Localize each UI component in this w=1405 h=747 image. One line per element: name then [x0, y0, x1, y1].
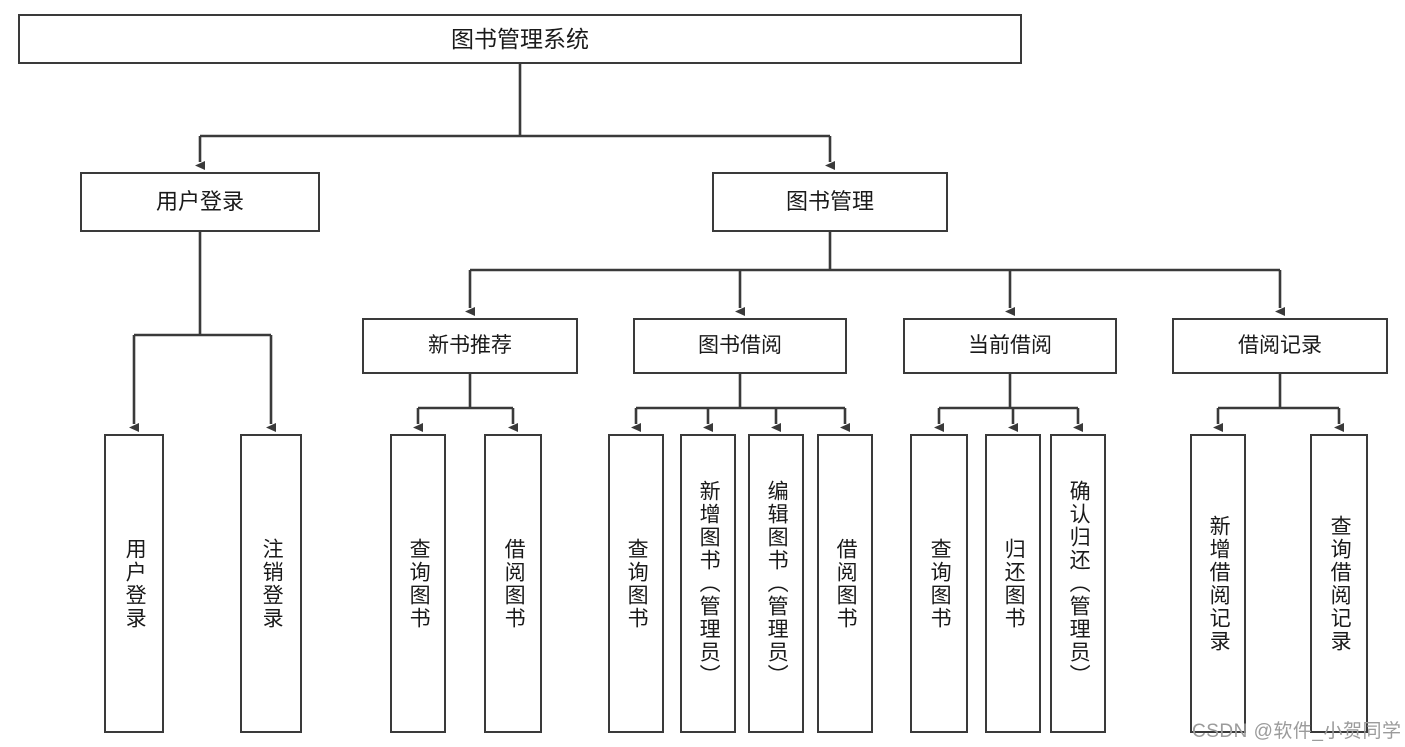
- leaf-label: 编辑图书（管理员）: [765, 480, 789, 687]
- node-label: 图书借阅: [698, 333, 782, 357]
- node-label: 图书管理: [785, 189, 874, 215]
- leaf-label: 新增借阅记录: [1207, 514, 1231, 653]
- leaf-label: 归还图书: [1002, 537, 1026, 630]
- node-book-management[interactable]: 图书管理: [712, 172, 948, 232]
- leaf-label: 用户登录: [123, 537, 147, 630]
- leaf-node[interactable]: 注销登录: [240, 434, 302, 733]
- leaf-label: 新增图书（管理员）: [697, 480, 721, 687]
- node-book-borrow[interactable]: 图书借阅: [633, 318, 847, 374]
- leaf-node[interactable]: 新增借阅记录: [1190, 434, 1246, 733]
- leaf-node[interactable]: 查询图书: [390, 434, 446, 733]
- node-user-login[interactable]: 用户登录: [80, 172, 320, 232]
- node-label: 新书推荐: [428, 333, 512, 357]
- csdn-watermark: CSDN @软件_小贺同学: [1192, 721, 1402, 742]
- node-new-book-recommend[interactable]: 新书推荐: [362, 318, 578, 374]
- node-label: 用户登录: [155, 189, 244, 215]
- leaf-label: 借阅图书: [834, 537, 858, 630]
- node-label: 当前借阅: [968, 333, 1052, 357]
- leaf-label: 注销登录: [260, 537, 284, 630]
- leaf-node[interactable]: 确认归还（管理员）: [1050, 434, 1106, 733]
- leaf-label: 查询图书: [928, 537, 952, 630]
- leaf-label: 查询图书: [625, 537, 649, 630]
- leaf-node[interactable]: 借阅图书: [484, 434, 542, 733]
- node-current-borrow[interactable]: 当前借阅: [903, 318, 1117, 374]
- node-root-system[interactable]: 图书管理系统: [18, 14, 1022, 64]
- leaf-label: 查询图书: [407, 537, 431, 630]
- leaf-label: 借阅图书: [502, 537, 526, 630]
- leaf-node[interactable]: 用户登录: [104, 434, 164, 733]
- leaf-node[interactable]: 查询图书: [910, 434, 968, 733]
- leaf-node[interactable]: 借阅图书: [817, 434, 873, 733]
- leaf-node[interactable]: 归还图书: [985, 434, 1041, 733]
- leaf-node[interactable]: 新增图书（管理员）: [680, 434, 736, 733]
- node-borrow-record[interactable]: 借阅记录: [1172, 318, 1388, 374]
- node-label: 借阅记录: [1238, 333, 1322, 357]
- leaf-node[interactable]: 查询图书: [608, 434, 664, 733]
- leaf-label: 查询借阅记录: [1328, 514, 1352, 653]
- leaf-node[interactable]: 查询借阅记录: [1310, 434, 1368, 733]
- leaf-label: 确认归还（管理员）: [1067, 480, 1091, 687]
- leaf-node[interactable]: 编辑图书（管理员）: [748, 434, 804, 733]
- node-root-label: 图书管理系统: [451, 25, 589, 52]
